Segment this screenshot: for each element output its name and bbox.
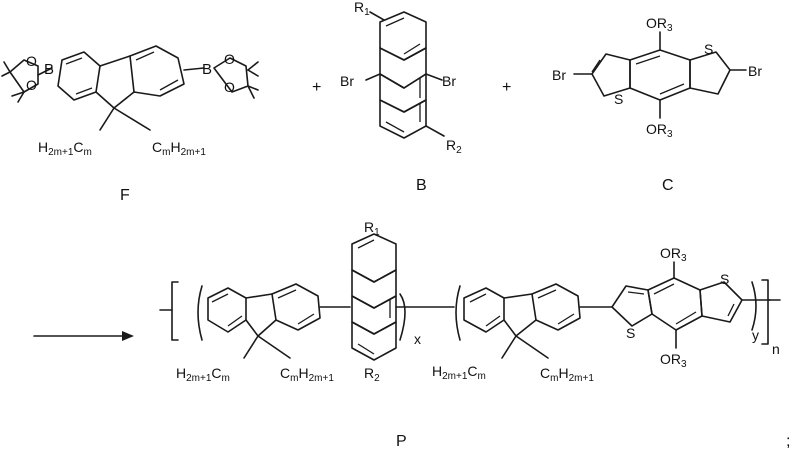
label-b: B: [416, 177, 427, 194]
p-r1: R1: [364, 219, 380, 238]
c-or3-bottom: OR3: [646, 121, 673, 140]
label-c: C: [662, 177, 674, 194]
p-alkyl-right-2: CmH2m+1: [540, 365, 594, 384]
f-alkyl-right: CmH2m+1: [152, 139, 206, 158]
b-r2: R2: [446, 137, 462, 156]
p-alkyl-left-2: H2m+1Cm: [432, 363, 486, 382]
f-oxygen-2: O: [26, 77, 37, 93]
plus-sign-2: +: [502, 79, 511, 96]
reaction-arrow: [33, 331, 134, 341]
reactant-f-structure: [1, 45, 259, 131]
f-boron-right: B: [202, 61, 212, 78]
p-or3-top: OR3: [660, 245, 687, 264]
p-r2: R2: [364, 365, 380, 384]
p-s-bottom: S: [626, 325, 635, 341]
c-br-right: Br: [748, 63, 762, 79]
c-br-left: Br: [552, 67, 566, 83]
b-br-left: Br: [340, 73, 354, 89]
f-oxygen-1: O: [26, 53, 37, 69]
p-s-top: S: [720, 271, 729, 287]
reactant-c-structure: [573, 31, 747, 119]
p-subscript-n: n: [772, 341, 780, 357]
label-f: F: [120, 187, 130, 204]
p-subscript-y: y: [752, 327, 759, 343]
p-alkyl-right-1: CmH2m+1: [280, 365, 334, 384]
label-p: P: [396, 433, 407, 450]
b-r1: R1: [354, 0, 370, 18]
b-br-right: Br: [442, 73, 456, 89]
c-s-top: S: [704, 41, 713, 57]
p-alkyl-left-1: H2m+1Cm: [176, 365, 230, 384]
p-subscript-x: x: [414, 331, 421, 347]
f-alkyl-left: H2m+1Cm: [38, 139, 92, 158]
plus-sign-1: +: [312, 79, 321, 96]
product-p-structure: [159, 233, 781, 361]
reactant-b-structure: [365, 11, 445, 139]
f-boron-left: B: [44, 61, 54, 78]
c-or3-top: OR3: [646, 15, 673, 34]
p-or3-bottom: OR3: [660, 351, 687, 370]
c-s-bottom: S: [614, 91, 623, 107]
f-oxygen-3: O: [224, 51, 235, 67]
f-oxygen-4: O: [224, 79, 235, 95]
trailing-semicolon: ;: [786, 433, 790, 450]
